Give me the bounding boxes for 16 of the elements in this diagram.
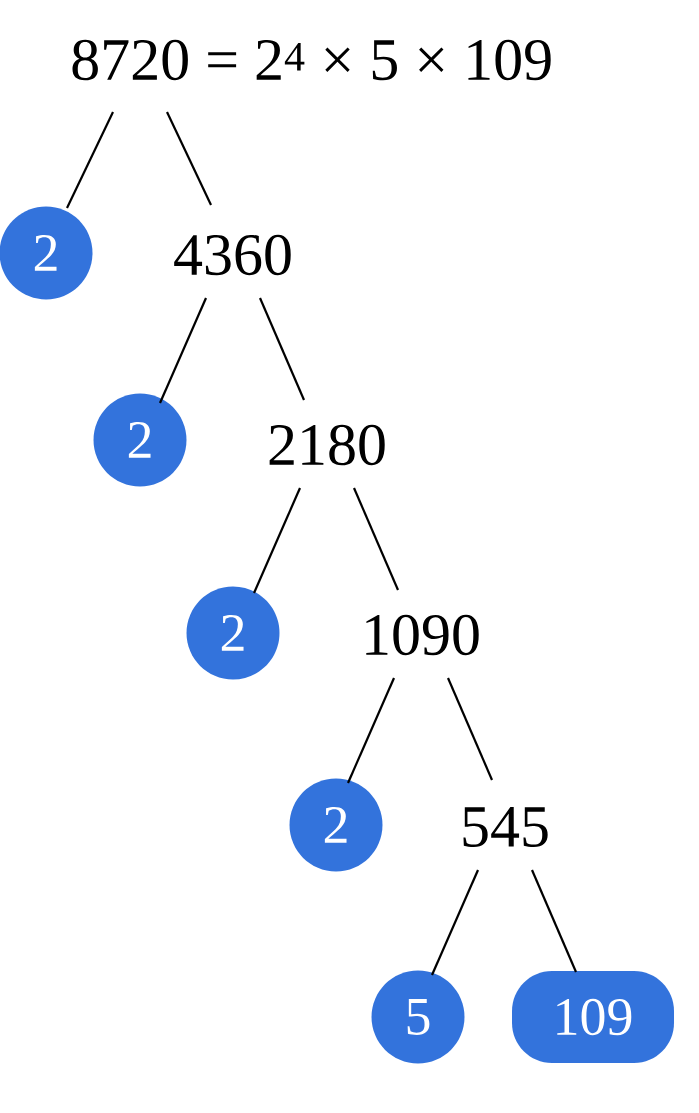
factor-number: 545: [463, 806, 548, 848]
branch-line: [253, 487, 301, 594]
factor-number: 4360: [174, 234, 291, 276]
branch-line: [66, 111, 114, 209]
branch-line: [431, 869, 479, 976]
factor-number: 1090: [366, 614, 479, 656]
equation: 8720 = 2$^{4}$ × 5 × 109: [72, 39, 551, 81]
branch-line: [166, 111, 212, 206]
branch-line: [159, 297, 207, 404]
branch-line: [259, 297, 305, 401]
prime-pill: 109: [512, 971, 674, 1063]
branch-line: [347, 677, 395, 784]
branch-line: [447, 677, 493, 781]
branch-line: [531, 869, 577, 973]
factor-number: 2180: [269, 424, 385, 466]
branch-line: [353, 487, 399, 591]
